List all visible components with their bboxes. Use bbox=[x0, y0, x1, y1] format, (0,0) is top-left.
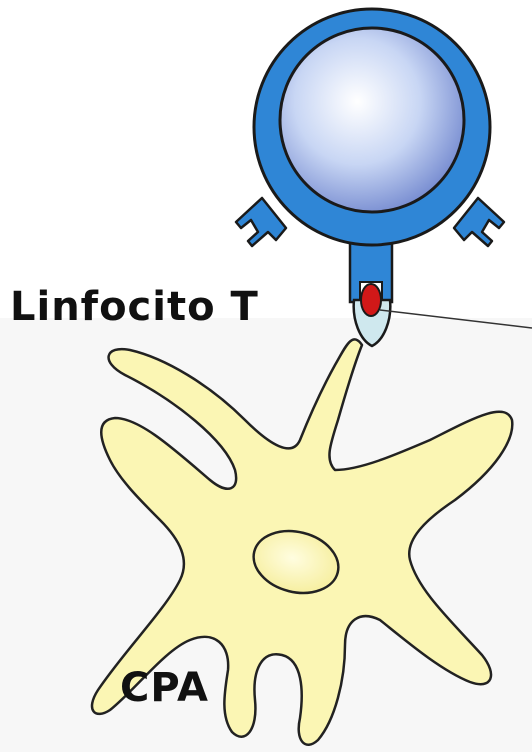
antigen-peptide bbox=[361, 284, 381, 316]
callout-line bbox=[380, 310, 532, 328]
apc-label: CPA bbox=[120, 665, 209, 711]
left-receptor bbox=[236, 198, 286, 246]
t-cell-nucleus bbox=[280, 28, 464, 212]
t-cell-label: Linfocito T bbox=[10, 284, 259, 330]
